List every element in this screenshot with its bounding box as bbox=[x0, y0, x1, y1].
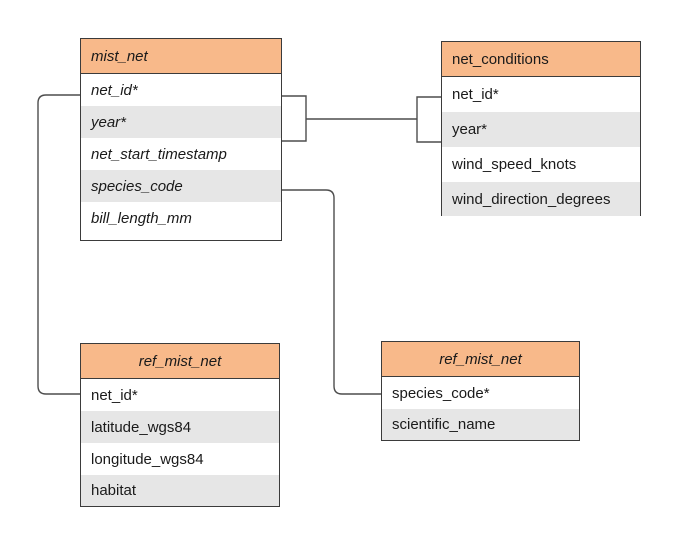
connector-mist-net-to-ref-mist-net-right bbox=[282, 189, 381, 395]
field-mist-net-net-start-timestamp[interactable]: net_start_timestamp bbox=[81, 138, 281, 170]
field-net-conditions-net-id[interactable]: net_id* bbox=[442, 77, 640, 112]
entity-ref-mist-net-left[interactable]: ref_mist_net net_id* latitude_wgs84 long… bbox=[80, 343, 280, 507]
entity-net-conditions[interactable]: net_conditions net_id* year* wind_speed_… bbox=[441, 41, 641, 216]
connector-mist-net-to-ref-mist-net-left bbox=[37, 94, 80, 395]
entity-mist-net[interactable]: mist_net net_id* year* net_start_timesta… bbox=[80, 38, 282, 241]
entity-title-ref-mist-net-left: ref_mist_net bbox=[81, 344, 279, 379]
entity-title-net-conditions: net_conditions bbox=[442, 42, 640, 77]
entity-title-ref-mist-net-right: ref_mist_net bbox=[382, 342, 579, 377]
connector-mist-net-to-net-conditions-right-bracket bbox=[416, 96, 441, 143]
connector-mist-net-to-net-conditions-left-bracket bbox=[282, 95, 307, 142]
field-mist-net-bill-length-mm[interactable]: bill_length_mm bbox=[81, 202, 281, 234]
field-ref-mist-net-left-longitude-wgs84[interactable]: longitude_wgs84 bbox=[81, 443, 279, 475]
field-ref-mist-net-right-scientific-name[interactable]: scientific_name bbox=[382, 409, 579, 440]
field-net-conditions-year[interactable]: year* bbox=[442, 112, 640, 147]
field-ref-mist-net-left-habitat[interactable]: habitat bbox=[81, 475, 279, 506]
field-net-conditions-wind-speed-knots[interactable]: wind_speed_knots bbox=[442, 147, 640, 182]
field-ref-mist-net-right-species-code[interactable]: species_code* bbox=[382, 377, 579, 409]
field-mist-net-net-id[interactable]: net_id* bbox=[81, 74, 281, 106]
field-ref-mist-net-left-latitude-wgs84[interactable]: latitude_wgs84 bbox=[81, 411, 279, 443]
field-ref-mist-net-left-net-id[interactable]: net_id* bbox=[81, 379, 279, 411]
field-mist-net-species-code[interactable]: species_code bbox=[81, 170, 281, 202]
field-mist-net-year[interactable]: year* bbox=[81, 106, 281, 138]
entity-ref-mist-net-right[interactable]: ref_mist_net species_code* scientific_na… bbox=[381, 341, 580, 441]
field-net-conditions-wind-direction-degrees[interactable]: wind_direction_degrees bbox=[442, 182, 640, 216]
entity-title-mist-net: mist_net bbox=[81, 39, 281, 74]
